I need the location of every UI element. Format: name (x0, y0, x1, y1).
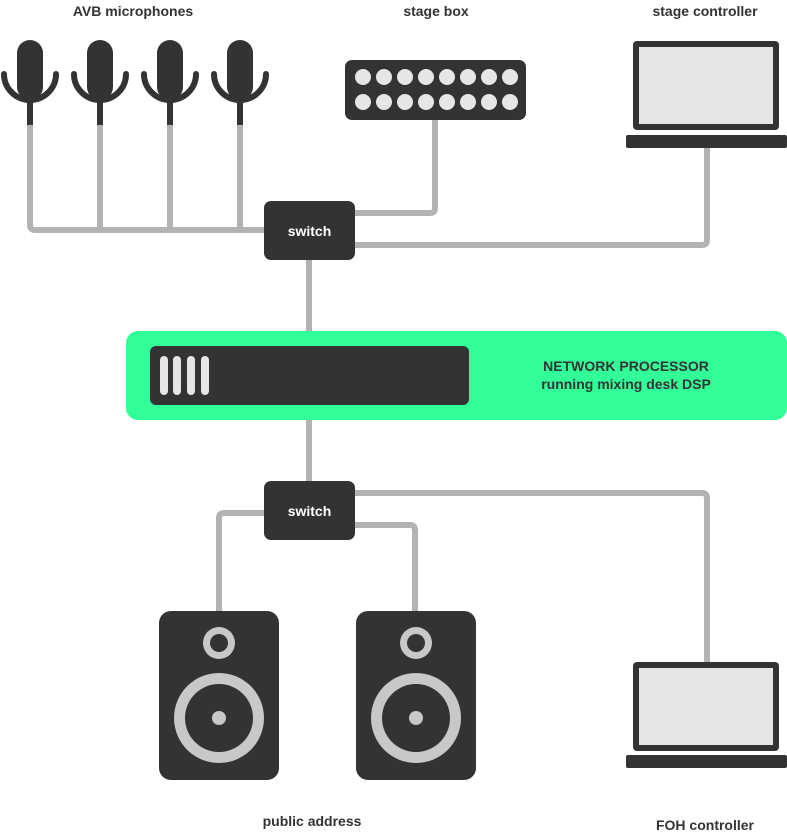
speaker-icon-left (159, 611, 279, 780)
mic-icon-2 (71, 40, 129, 125)
foh-controller-label: FOH controller (655, 817, 755, 833)
speaker-icon-right (356, 611, 476, 780)
cables (27, 120, 710, 662)
stage-box-label: stage box (403, 3, 469, 19)
stagebox-cable (355, 120, 438, 216)
mics-label: AVB microphones (72, 3, 194, 19)
speaker-left-cable (216, 510, 264, 611)
switch-bottom-label: switch (288, 503, 332, 519)
switch-top-label: switch (288, 223, 332, 239)
foh-controller-cable (355, 490, 710, 662)
processor-subtitle: running mixing desk DSP (541, 376, 711, 392)
laptop-icon-foh (626, 662, 787, 768)
stage-box-icon (345, 60, 526, 120)
mic-bus-cable (27, 125, 264, 233)
switch-top: switch (264, 201, 355, 260)
speaker-right-cable (355, 522, 418, 611)
processor-title: NETWORK PROCESSOR (543, 358, 709, 374)
laptop-icon-stage (626, 41, 787, 148)
mic-icon-3 (141, 40, 199, 125)
public-address-label: public address (262, 813, 362, 829)
mic-icon-4 (211, 40, 269, 125)
mic-icon-1 (1, 40, 59, 125)
stage-controller-cable (355, 148, 710, 248)
switch-bottom: switch (264, 481, 355, 540)
network-processor: NETWORK PROCESSOR running mixing desk DS… (126, 331, 787, 420)
stage-controller-label: stage controller (652, 3, 758, 19)
